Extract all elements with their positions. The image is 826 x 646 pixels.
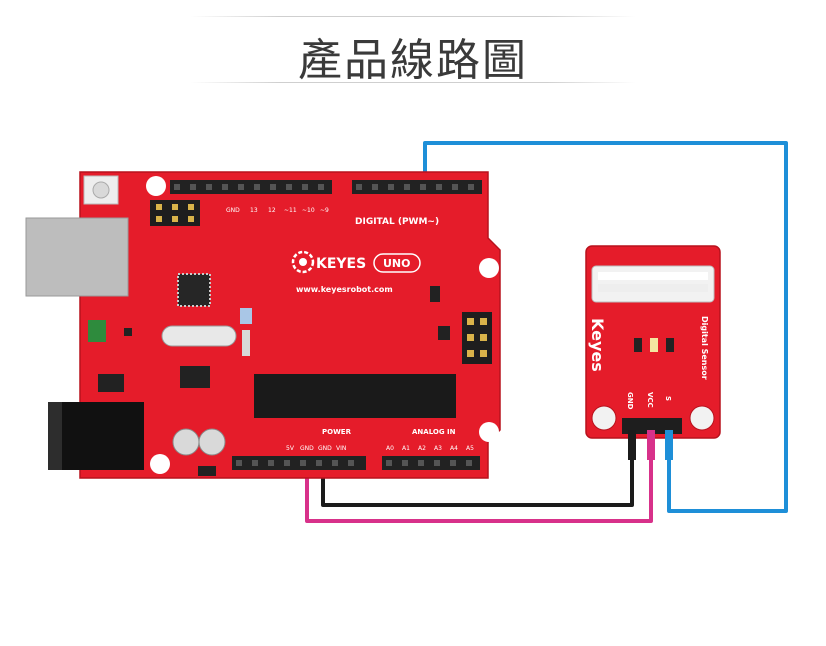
title-bottom-divider [190, 82, 636, 83]
page-title: 產品線路圖 [298, 35, 528, 86]
svg-text:~10: ~10 [302, 207, 315, 214]
analog-header [382, 456, 480, 470]
usb-chip [177, 273, 211, 307]
signal-wire [423, 141, 788, 513]
digital-label: DIGITAL (PWM~) [355, 217, 439, 227]
mount-hole [591, 405, 617, 431]
capacitor [172, 428, 200, 456]
voltage-regulator [98, 374, 124, 392]
capacitor [198, 428, 226, 456]
svg-text:GND: GND [226, 207, 240, 214]
icsp-header-right [462, 312, 492, 364]
mount-hole [479, 422, 499, 442]
svg-text:5V: 5V [286, 445, 295, 452]
digital-header-left [170, 180, 332, 194]
sensor-module: Keyes Digital Sensor GND VCC S [585, 245, 721, 439]
wires [305, 141, 788, 523]
svg-text:GND: GND [318, 445, 332, 452]
small-ic [180, 366, 210, 388]
vcc-wire [305, 432, 653, 523]
sensor-name: Digital Sensor [700, 316, 709, 380]
sensor-led [666, 338, 674, 352]
keyes-logo-icon [291, 250, 315, 274]
board-model: UNO [383, 257, 411, 270]
mount-hole [689, 405, 715, 431]
sensor-led [634, 338, 642, 352]
svg-text:~9: ~9 [320, 207, 329, 214]
svg-text:A3: A3 [434, 445, 442, 452]
power-header [232, 456, 366, 470]
signal-connector [665, 430, 673, 460]
svg-text:A5: A5 [466, 445, 474, 452]
svg-text:A0: A0 [386, 445, 394, 452]
svg-text:~11: ~11 [284, 207, 297, 214]
svg-text:A4: A4 [450, 445, 458, 452]
digital-header-right [352, 180, 482, 194]
svg-text:GND: GND [300, 445, 314, 452]
sensor-pin-label: VCC [646, 392, 654, 408]
mount-hole [479, 258, 499, 278]
svg-text:12: 12 [268, 207, 276, 214]
sensor-led [650, 338, 658, 352]
board-brand: KEYES [316, 256, 366, 272]
mount-hole [146, 176, 166, 196]
sensor-pin-label: S [664, 396, 672, 401]
icsp-header [150, 200, 200, 226]
atmega-chip [254, 374, 456, 418]
board-website: www.keyesrobot.com [296, 285, 393, 294]
svg-text:13: 13 [250, 207, 258, 214]
power-label: POWER [322, 428, 352, 436]
svg-text:A2: A2 [418, 445, 426, 452]
green-component [88, 320, 106, 342]
arduino-board: GND 13 12 ~11 ~10 ~9 DIGITAL (PWM~) KEYES UNO… [25, 171, 501, 479]
mount-hole [150, 454, 170, 474]
sensor-brand: Keyes [588, 318, 607, 372]
svg-text:VIN: VIN [336, 445, 346, 452]
crystal [161, 325, 237, 347]
gnd-wire [321, 432, 634, 507]
title-top-divider [190, 16, 636, 17]
sensor-pin-label: GND [626, 392, 634, 410]
dc-power-jack [48, 402, 144, 470]
vcc-connector [647, 430, 655, 460]
svg-text:A1: A1 [402, 445, 410, 452]
analog-label: ANALOG IN [412, 428, 456, 436]
usb-port [25, 217, 129, 297]
gnd-connector [628, 430, 636, 460]
